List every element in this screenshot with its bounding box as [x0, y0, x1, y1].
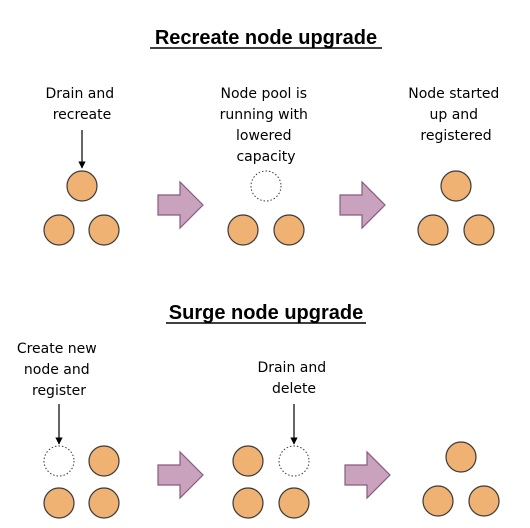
node-circle-icon: [278, 487, 310, 519]
node-circle-icon: [88, 445, 120, 477]
node-circle-icon: [440, 170, 472, 202]
recreate-section: Recreate node upgrade Drain and recreate…: [43, 27, 504, 246]
node-circle-icon: [43, 487, 75, 519]
node-circle-icon: [422, 485, 454, 517]
node-circle-icon: [43, 214, 75, 246]
right-block-arrow-icon: [344, 450, 391, 500]
node-circle-icon: [227, 214, 259, 246]
node-circle-icon: [273, 214, 305, 246]
right-block-arrow-icon: [157, 450, 204, 500]
node-circle-icon: [417, 214, 449, 246]
node-circle-icon: [88, 487, 120, 519]
node-circle-icon: [463, 214, 495, 246]
dotted-placeholder-circle-icon: [278, 445, 310, 477]
right-block-arrow-icon: [157, 180, 204, 230]
surge-section: Surge node upgrade Create new node and r…: [17, 302, 500, 519]
node-circle-icon: [232, 445, 264, 477]
dotted-placeholder-circle-icon: [250, 170, 282, 202]
node-circle-icon: [66, 170, 98, 202]
surge-step1-label: Create new node and register: [17, 341, 101, 399]
node-circle-icon: [232, 487, 264, 519]
dotted-placeholder-circle-icon: [43, 445, 75, 477]
node-circle-icon: [468, 485, 500, 517]
recreate-title: Recreate node upgrade: [155, 27, 377, 49]
right-block-arrow-icon: [339, 180, 386, 230]
recreate-step2-label: Node pool is running with lowered capaci…: [220, 86, 313, 165]
recreate-step1-label: Drain and recreate: [45, 86, 118, 123]
node-circle-icon: [445, 441, 477, 473]
node-circle-icon: [88, 214, 120, 246]
recreate-step3-label: Node started up and registered: [408, 86, 504, 144]
surge-step2-label: Drain and delete: [257, 360, 330, 397]
surge-title: Surge node upgrade: [169, 302, 363, 324]
